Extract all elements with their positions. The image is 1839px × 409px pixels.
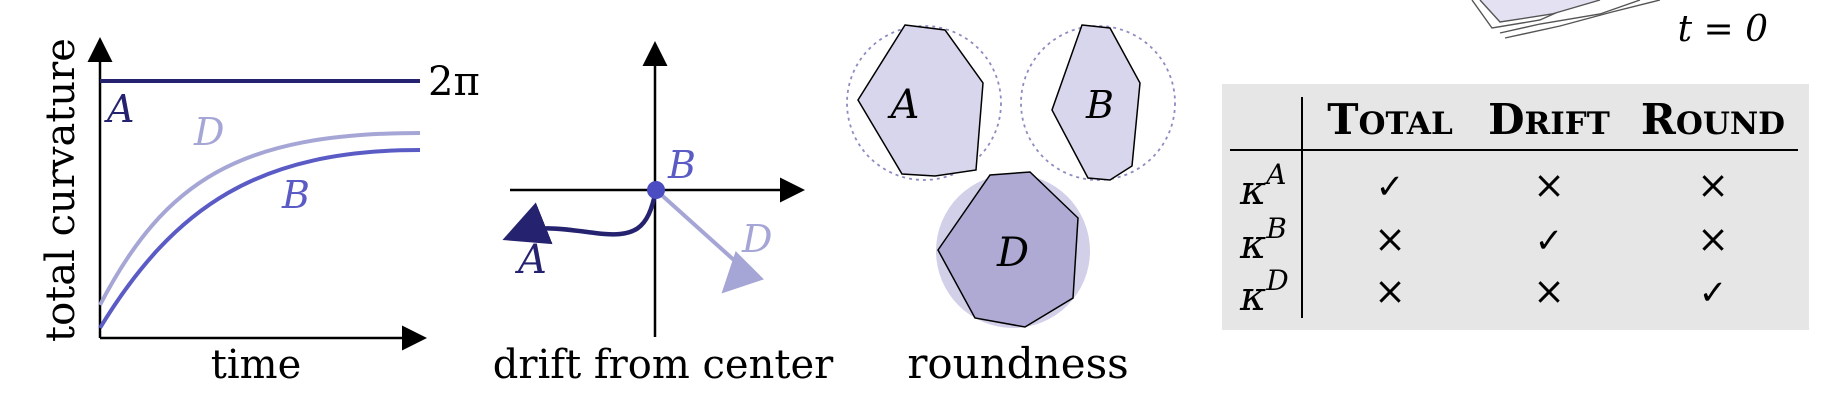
table-cell: ✓	[1699, 273, 1728, 313]
table-background	[1222, 84, 1809, 330]
round-polygon-B	[1051, 24, 1141, 181]
curve-B-label: B	[281, 173, 310, 217]
fragment-outline-2	[1479, 0, 1601, 23]
drift-path-D	[654, 188, 764, 294]
fragment-outline-3	[1499, 0, 1641, 34]
table-cell: ✓	[1376, 167, 1405, 207]
round-label-B: B	[1085, 83, 1114, 127]
curve-D	[98, 131, 421, 306]
limit-label: 2π	[428, 59, 480, 105]
round-label-D: D	[996, 230, 1029, 276]
row-symbol: κD	[1239, 264, 1289, 320]
table-header-round: ROUND	[1641, 95, 1785, 144]
round-polygon-A	[857, 24, 984, 177]
table-cell: ×	[1533, 269, 1565, 313]
row-symbol: κA	[1239, 158, 1286, 214]
table-cell: ×	[1533, 163, 1565, 207]
property-table: TOTAL DRIFT ROUND κA ✓ × × κB × ✓ × κD ×…	[1222, 84, 1809, 330]
round-polygon-D	[937, 171, 1079, 328]
round-circle-A	[846, 25, 1002, 181]
panel-drift: B A D drift from center	[493, 41, 834, 388]
round-circle-B	[1020, 25, 1176, 181]
drift-label-B: B	[667, 143, 696, 187]
fragment-outline-4	[1504, 0, 1661, 39]
drift-caption: drift from center	[493, 342, 834, 388]
drift-origin-B	[647, 181, 665, 199]
row-symbol: κB	[1239, 212, 1287, 268]
table-cell: ✓	[1535, 221, 1564, 261]
table-cell: ×	[1697, 217, 1729, 261]
corner-figure-fragment: t = 0	[1471, 0, 1768, 50]
table-header-drift: DRIFT	[1488, 95, 1610, 144]
curve-D-label: D	[193, 110, 224, 154]
table-cell: ×	[1374, 269, 1406, 313]
round-label-A: A	[887, 82, 920, 128]
table-cell: ×	[1697, 163, 1729, 207]
table-header-total: TOTAL	[1327, 95, 1453, 144]
corner-time-label: t = 0	[1678, 9, 1768, 50]
drift-path-A	[502, 189, 659, 245]
curve-A-label: A	[104, 87, 134, 131]
curve-B	[98, 148, 421, 330]
panel-roundness: A B D roundness	[846, 24, 1176, 388]
x-axis-label: time	[211, 342, 301, 388]
round-caption: roundness	[907, 339, 1128, 388]
drift-label-D: D	[741, 217, 772, 261]
y-axis-label: total curvature	[38, 38, 84, 342]
table-cell: ×	[1374, 217, 1406, 261]
drift-label-A: A	[514, 237, 547, 283]
panel-total-curvature: 2π A D B time total curvature	[38, 37, 480, 388]
